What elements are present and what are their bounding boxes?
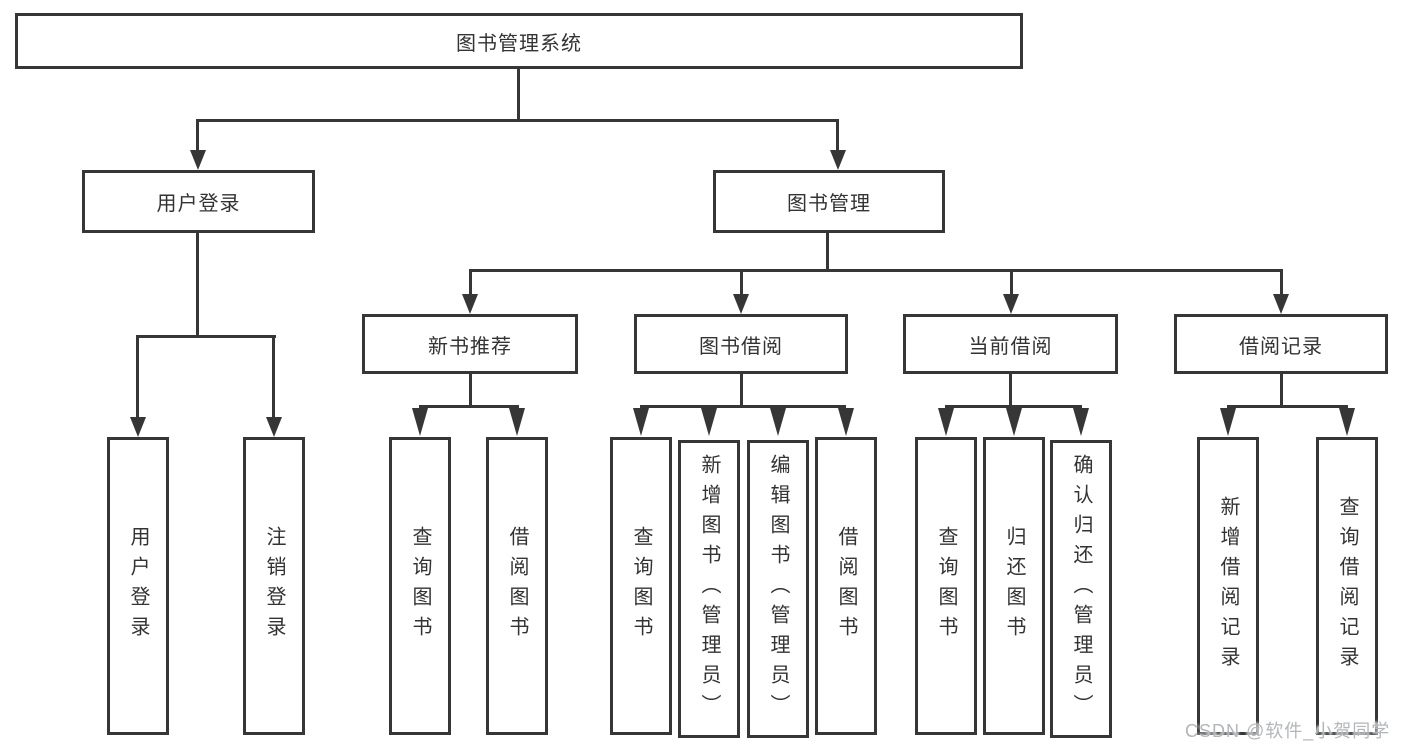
leaf-return-book-label: 归还图书 [1003,526,1025,646]
arrow-down-icon [190,150,206,170]
leaf-borrow-book-1: 借阅图书 [486,437,548,735]
leaf-user-login: 用户登录 [107,437,169,735]
leaf-user-login-label: 用户登录 [127,526,149,646]
leaf-add-borrow-record-label: 新增借阅记录 [1217,496,1239,676]
connector-line [419,405,519,408]
connector-line [1280,374,1283,408]
connector-line [640,405,846,408]
connector-line [517,69,520,122]
arrow-down-icon [130,417,146,437]
arrow-down-icon [1073,408,1089,436]
csdn-watermark: CSDN @软件_小贺同学 [1185,721,1391,741]
arrow-down-icon [838,408,854,436]
node-user-login: 用户登录 [82,170,315,233]
connector-line [945,405,1082,408]
node-current-borrow-label: 当前借阅 [968,335,1053,358]
node-new-book-recommend-label: 新书推荐 [428,335,512,358]
node-user-login-label: 用户登录 [156,193,241,215]
leaf-borrow-book-1-label: 借阅图书 [506,526,528,646]
arrow-down-icon [1003,294,1019,314]
leaf-return-book: 归还图书 [983,437,1045,735]
connector-line [826,233,829,272]
arrow-down-icon [509,408,525,436]
node-book-borrow: 图书借阅 [634,314,848,374]
leaf-query-book-1: 查询图书 [389,437,451,735]
node-root: 图书管理系统 [15,13,1023,69]
leaf-borrow-book-2-label: 借阅图书 [835,526,857,646]
connector-line [136,335,139,417]
connector-line [469,269,1283,272]
leaf-confirm-return-admin: 确认归还（管理员） [1050,440,1112,738]
leaf-borrow-book-2: 借阅图书 [815,437,877,735]
connector-line [136,335,276,338]
leaf-add-book-admin-label: 新增图书（管理员） [698,454,720,724]
node-borrow-records: 借阅记录 [1174,314,1388,374]
leaf-confirm-return-admin-label: 确认归还（管理员） [1070,454,1092,724]
leaf-edit-book-admin-label: 编辑图书（管理员） [767,454,789,724]
leaf-query-book-1-label: 查询图书 [409,526,431,646]
arrow-down-icon [412,408,428,436]
connector-line [740,269,743,296]
connector-line [196,119,839,122]
leaf-logout-label: 注销登录 [263,526,285,646]
node-root-label: 图书管理系统 [456,32,582,55]
leaf-query-borrow-record-label: 查询借阅记录 [1336,496,1358,676]
arrow-down-icon [938,408,954,436]
connector-line [836,119,839,152]
arrow-down-icon [1006,408,1022,436]
leaf-add-borrow-record: 新增借阅记录 [1197,437,1259,735]
arrow-down-icon [1339,408,1355,436]
leaf-query-book-2: 查询图书 [610,437,672,735]
leaf-edit-book-admin: 编辑图书（管理员） [747,440,809,738]
node-new-book-recommend: 新书推荐 [362,314,578,374]
arrow-down-icon [701,408,717,436]
connector-line [1227,405,1348,408]
leaf-query-book-3-label: 查询图书 [935,526,957,646]
arrow-down-icon [1220,408,1236,436]
connector-line [469,269,472,296]
arrow-down-icon [830,150,846,170]
leaf-logout: 注销登录 [243,437,305,735]
connector-line [1009,374,1012,408]
arrow-down-icon [266,417,282,437]
connector-line [1010,269,1013,296]
connector-line [1280,269,1283,296]
arrow-down-icon [733,294,749,314]
node-book-borrow-label: 图书借阅 [699,335,783,358]
node-borrow-records-label: 借阅记录 [1239,335,1323,358]
node-book-management: 图书管理 [713,170,945,233]
leaf-query-book-2-label: 查询图书 [630,526,652,646]
leaf-query-book-3: 查询图书 [915,437,977,735]
leaf-query-borrow-record: 查询借阅记录 [1316,437,1378,735]
connector-line [272,335,275,417]
connector-line [196,119,199,152]
connector-line [196,233,199,338]
connector-line [469,374,472,408]
node-current-borrow: 当前借阅 [903,314,1118,374]
arrow-down-icon [462,294,478,314]
arrow-down-icon [770,408,786,436]
connector-line [740,374,743,408]
arrow-down-icon [1273,294,1289,314]
arrow-down-icon [633,408,649,436]
leaf-add-book-admin: 新增图书（管理员） [678,440,740,738]
node-book-management-label: 图书管理 [787,193,871,215]
